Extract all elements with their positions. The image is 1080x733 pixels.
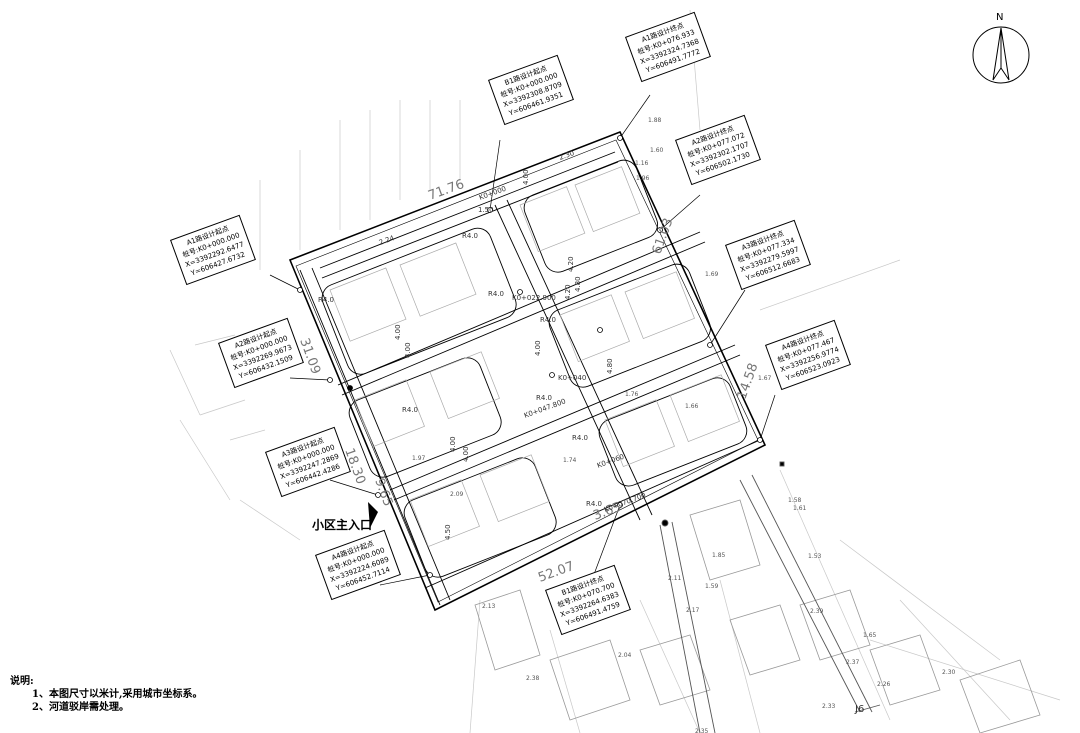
elevation-label: 1.67: [758, 375, 772, 382]
elevation-label: 2.04: [618, 652, 632, 659]
width-dimension: 4.00: [449, 436, 457, 452]
radius-label: R4.0: [462, 232, 478, 240]
width-dimension: 4.20: [567, 256, 575, 272]
width-dimension: 4.20: [564, 284, 572, 300]
main-entrance-label: 小区主入口: [312, 518, 373, 532]
width-dimension: 4.00: [462, 446, 470, 462]
plan-annotations: 71.7661.0331.0918.309.6552.0714.583.65K0…: [296, 117, 955, 733]
elevation-label: 2.30: [942, 669, 956, 676]
elevation-label: 1.66: [685, 403, 699, 410]
width-dimension: 4.80: [606, 358, 614, 374]
elevation-label: 1.58: [788, 497, 802, 504]
radius-label: R4.0: [540, 316, 556, 324]
elevation-label: 1.97: [412, 455, 426, 462]
elevation-label: 2.35: [695, 728, 709, 733]
elevation-label: 2.11: [668, 575, 682, 582]
elevation-label: 2.09: [450, 491, 464, 498]
entrance-arrow-icon: [368, 502, 378, 528]
width-dimension: 4.00: [522, 169, 530, 185]
elevation-label: 1.16: [635, 160, 649, 167]
station-label: K0+022.900: [512, 294, 556, 302]
elevation-label: 2.17: [686, 607, 700, 614]
elevation-label: 2.33: [822, 703, 836, 710]
elevation-label: 1.61: [793, 505, 807, 512]
elevation-label: 1.96: [636, 175, 650, 182]
elevation-label: 1.53: [808, 553, 822, 560]
notes-title: 说明:: [10, 676, 34, 687]
blocks: [321, 159, 748, 578]
width-dimension: 4.80: [574, 276, 582, 292]
width-dimension: 4.00: [404, 342, 412, 358]
elevation-label: 1.85: [712, 552, 726, 559]
compass-north-label: N: [996, 12, 1004, 23]
side-length-label: 9.65: [371, 476, 395, 508]
elevation-label: 1.74: [563, 457, 577, 464]
side-length-label: 61.03: [650, 216, 677, 256]
north-arrow-icon: [972, 26, 1030, 84]
width-dimension: 4.50: [444, 524, 452, 540]
station-label: K0+040: [558, 374, 586, 382]
road-code-label: J6: [854, 704, 864, 715]
elevation-label: 2.37: [846, 659, 860, 666]
station-label: K0+000: [478, 185, 507, 202]
radius-label: R4.0: [586, 500, 602, 508]
elevation-label: 1.59: [705, 583, 719, 590]
elevation-label: 1.60: [650, 147, 664, 154]
radius-label: R4.0: [402, 406, 418, 414]
width-dimension: 4.00: [534, 340, 542, 356]
elevation-label: 1.76: [625, 391, 639, 398]
elevation-label: 1.65: [863, 632, 877, 639]
elevation-label: 2.39: [810, 608, 824, 615]
notes-item: 1、本图尺寸以米计,采用城市坐标系。: [32, 689, 203, 700]
neighbor-buildings: [474, 499, 1041, 733]
radius-label: R4.0: [488, 290, 504, 298]
width-dimension: 1.50: [478, 206, 494, 214]
width-dimension: 4.00: [394, 324, 402, 340]
radius-label: R4.0: [318, 296, 334, 304]
notes-item: 2、河道驳岸需处理。: [32, 702, 129, 713]
radius-label: R4.0: [572, 434, 588, 442]
notes-block: 说明: 1、本图尺寸以米计,采用城市坐标系。 2、河道驳岸需处理。: [10, 675, 202, 714]
width-dimension: 2.24: [378, 234, 396, 247]
elevation-label: 2.13: [482, 603, 496, 610]
lower-road: [659, 461, 881, 733]
background-parcel-lines: [169, 9, 1061, 733]
station-points: [297, 135, 763, 578]
elevation-label: 1.88: [648, 117, 662, 124]
elevation-label: 2.38: [526, 675, 540, 682]
width-dimension: 2.30: [558, 149, 575, 162]
radius-label: R4.0: [536, 394, 552, 402]
building-footprints: [329, 166, 740, 547]
elevation-label: 1.69: [705, 271, 719, 278]
elevation-label: 2.26: [877, 681, 891, 688]
